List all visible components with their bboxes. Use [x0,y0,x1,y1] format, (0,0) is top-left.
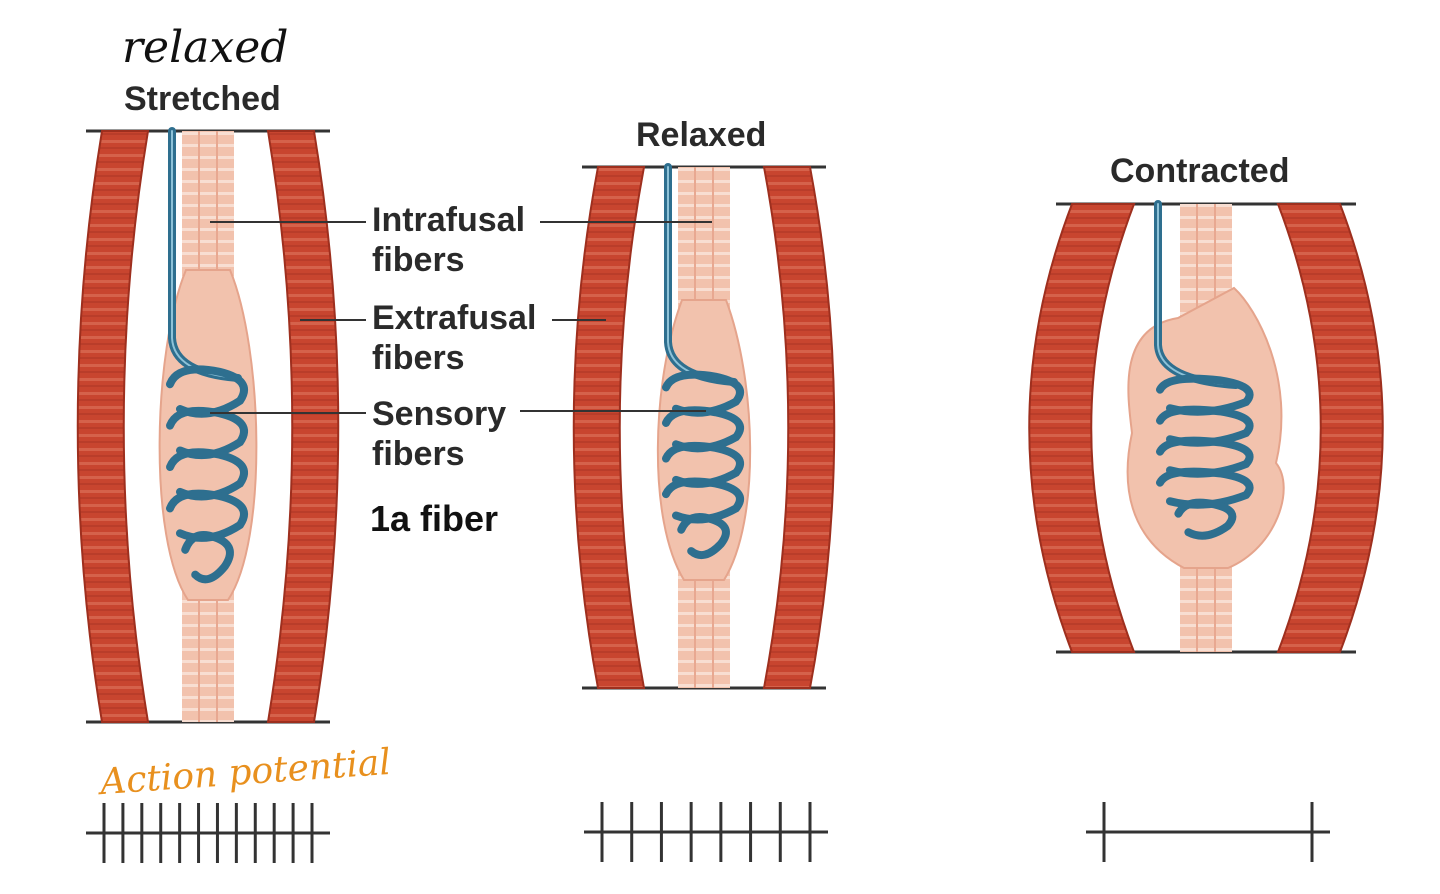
stretched-extrafusal-left [76,130,150,723]
panel-stretched [76,127,340,724]
callout-intrafusal-line1: Intrafusal [372,201,526,239]
callout-extrafusal-line1: Extrafusal [372,299,537,337]
panel-relaxed [572,163,836,690]
contracted-sensory-coil-4 [1174,498,1237,540]
callout-1a-fiber: 1a fiber [370,498,499,539]
stretched-sensory-coil-4 [181,531,234,584]
relaxed-sensory-coil-4 [677,513,730,560]
relaxed-extrafusal-left [572,166,646,689]
contracted-extrafusal-right [1276,203,1384,653]
panel-contracted [1028,200,1384,654]
callout-extrafusal-line2: fibers [372,339,465,377]
action-potential-traces [86,802,1330,863]
panel-title-contracted: Contracted [1110,152,1290,190]
panel-title-relaxed: Relaxed [636,116,767,154]
relaxed-extrafusal-right [762,166,836,689]
callout-sensory-line2: fibers [372,435,465,473]
stretched-extrafusal-right [266,130,340,723]
callout-sensory-line1: Sensory [372,395,507,433]
panel-title-stretched: Stretched [124,80,281,118]
handwritten-note-relaxed: relaxed [122,22,289,73]
contracted-intrafusal-capsule [1126,286,1285,569]
contracted-extrafusal-left [1028,203,1136,653]
callout-extrafusal: Extrafusal fibers [372,298,536,378]
callout-sensory: Sensory fibers [372,394,506,474]
callout-intrafusal: Intrafusal fibers [372,200,525,280]
callout-intrafusal-line2: fibers [372,241,465,279]
callout-lines [210,221,712,414]
stretched-intrafusal-capsule [158,269,258,601]
